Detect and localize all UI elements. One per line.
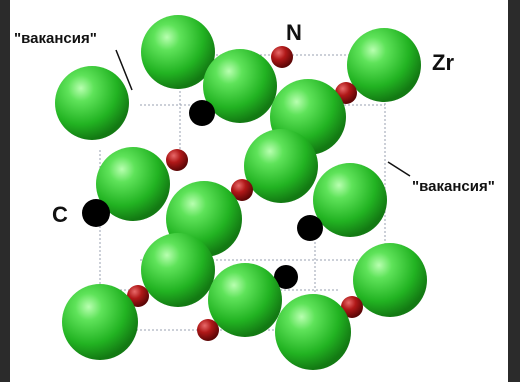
carbon-atom [189,100,215,126]
carbon-atom [297,215,323,241]
vacancy-pointer-line [387,161,411,177]
zirconium-atom [203,49,277,123]
zirconium-atom [313,163,387,237]
zirconium-atom [244,129,318,203]
zirconium-atom [347,28,421,102]
nitrogen-atom [166,149,188,171]
nitrogen-atom [231,179,253,201]
zirconium-atom [96,147,170,221]
zirconium-atom [55,66,129,140]
vacancy-label-top-left: "вакансия" [14,30,97,47]
nitrogen-atom [197,319,219,341]
vacancy-label-right: "вакансия" [412,178,495,195]
carbon-label: C [52,202,68,227]
nitrogen-label: N [286,20,302,45]
zirconium-atom [353,243,427,317]
zirconium-atom [62,284,138,360]
zirconium-atom [208,263,282,337]
vacancy-pointer-line [115,49,133,91]
nitrogen-atom [341,296,363,318]
zirconium-atom [141,233,215,307]
carbon-atom [82,199,110,227]
nitrogen-atom [127,285,149,307]
zirconium-atom [275,294,351,370]
nitrogen-atom [271,46,293,68]
zirconium-label: Zr [432,50,454,75]
zirconium-atom [141,15,215,89]
carbon-atom [274,265,298,289]
